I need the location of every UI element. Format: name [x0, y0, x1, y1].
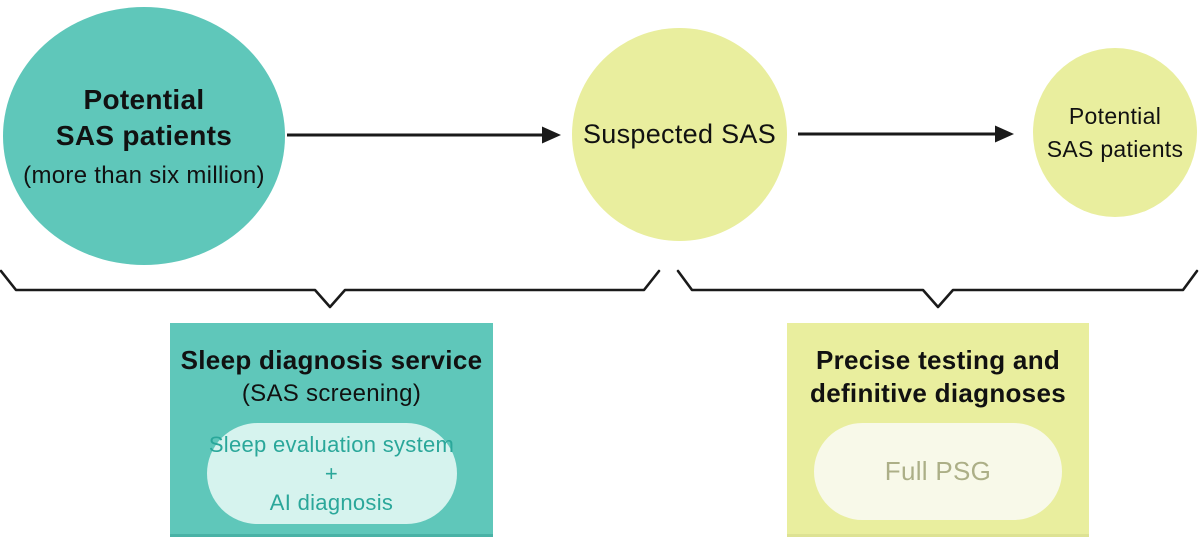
brace-right-icon	[676, 269, 1199, 309]
circle-title-line: Potential	[83, 83, 205, 115]
box-subtitle: (SAS screening)	[241, 380, 422, 407]
brace-left-icon	[0, 269, 661, 309]
circle-title-line: SAS patients	[55, 119, 233, 151]
pill-label: Full PSG	[884, 456, 992, 486]
arrow-right-icon	[287, 126, 561, 144]
sleep-evaluation-pill: Sleep evaluation system + AI diagnosis	[206, 423, 457, 524]
box-title-line: definitive diagnoses	[810, 378, 1066, 408]
potential-sas-small-circle: Potential SAS patients	[1033, 48, 1197, 217]
box-title: Sleep diagnosis service	[180, 345, 483, 375]
arrow-right-icon	[798, 125, 1014, 143]
suspected-sas-circle: Suspected SAS	[572, 28, 787, 241]
potential-sas-large-circle: Potential SAS patients (more than six mi…	[3, 7, 285, 265]
circle-label: Suspected SAS	[582, 119, 777, 149]
pill-line: +	[324, 461, 339, 486]
full-psg-pill: Full PSG	[814, 423, 1062, 520]
pill-line: Sleep evaluation system	[208, 432, 455, 457]
box-title-line: Precise testing and	[815, 345, 1061, 375]
sleep-diagnosis-service-box: Sleep diagnosis service (SAS screening) …	[170, 323, 493, 537]
circle-subtitle: (more than six million)	[23, 161, 265, 189]
circle-label-line: Potential	[1068, 102, 1162, 129]
pill-line: AI diagnosis	[269, 490, 394, 515]
precise-testing-box: Precise testing and definitive diagnoses…	[787, 323, 1089, 537]
circle-label-line: SAS patients	[1046, 135, 1184, 162]
